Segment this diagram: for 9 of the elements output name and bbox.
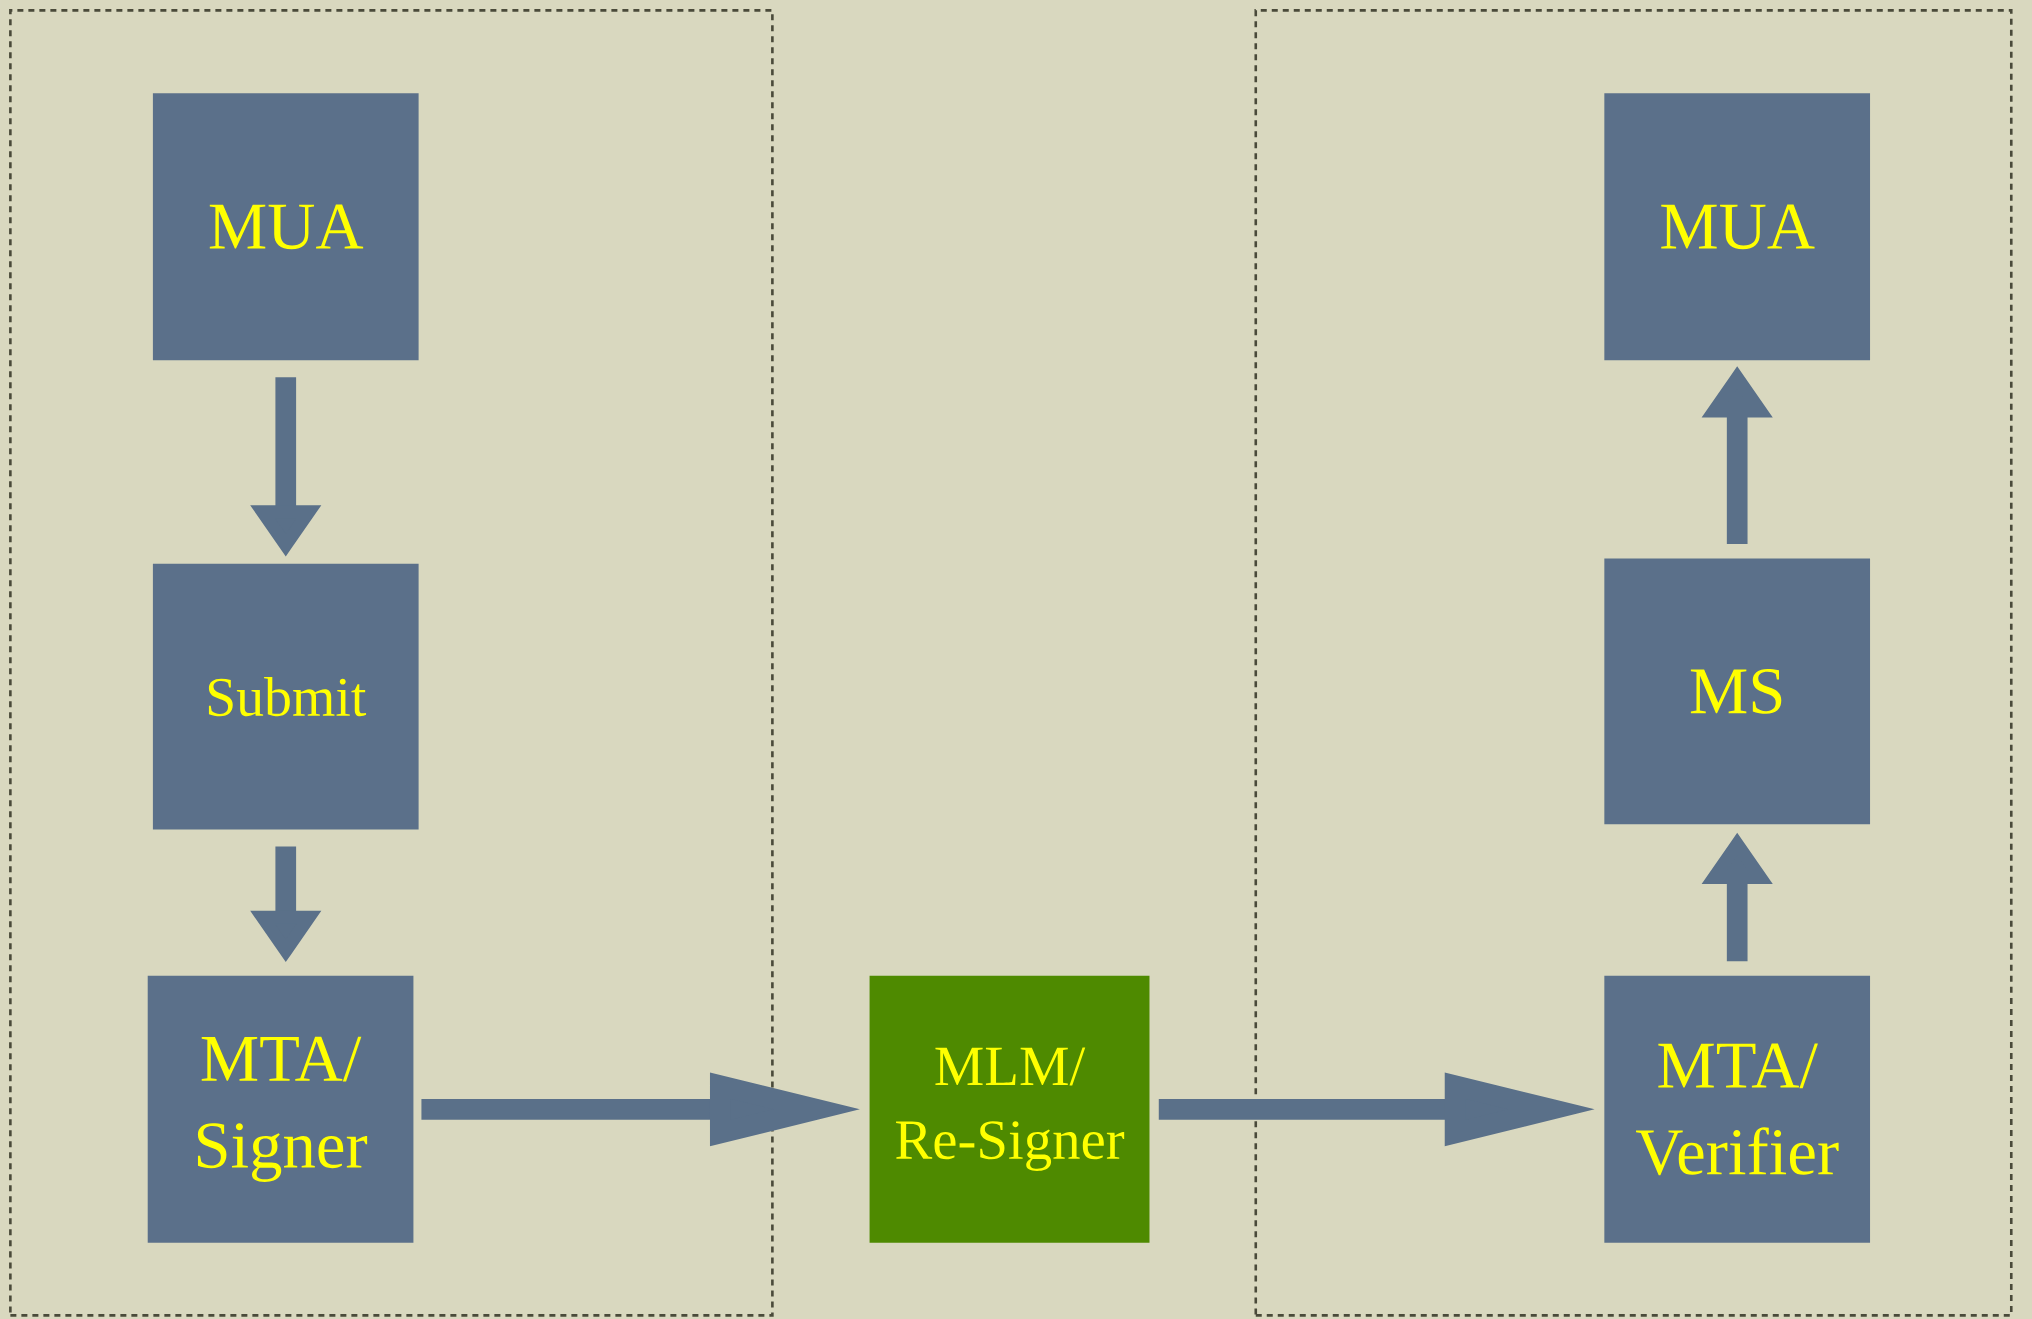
process-box: MUA (152, 93, 419, 361)
dashed-region (9, 8, 774, 1317)
process-box: Submit (152, 563, 419, 830)
process-box: MTA/ Signer (147, 975, 414, 1243)
process-box: MLM/ Re-Signer (869, 975, 1150, 1243)
process-box: MTA/ Verifier (1604, 975, 1871, 1243)
process-box: MUA (1604, 93, 1871, 361)
dashed-region (1254, 8, 2013, 1317)
process-box: MS (1604, 558, 1871, 825)
